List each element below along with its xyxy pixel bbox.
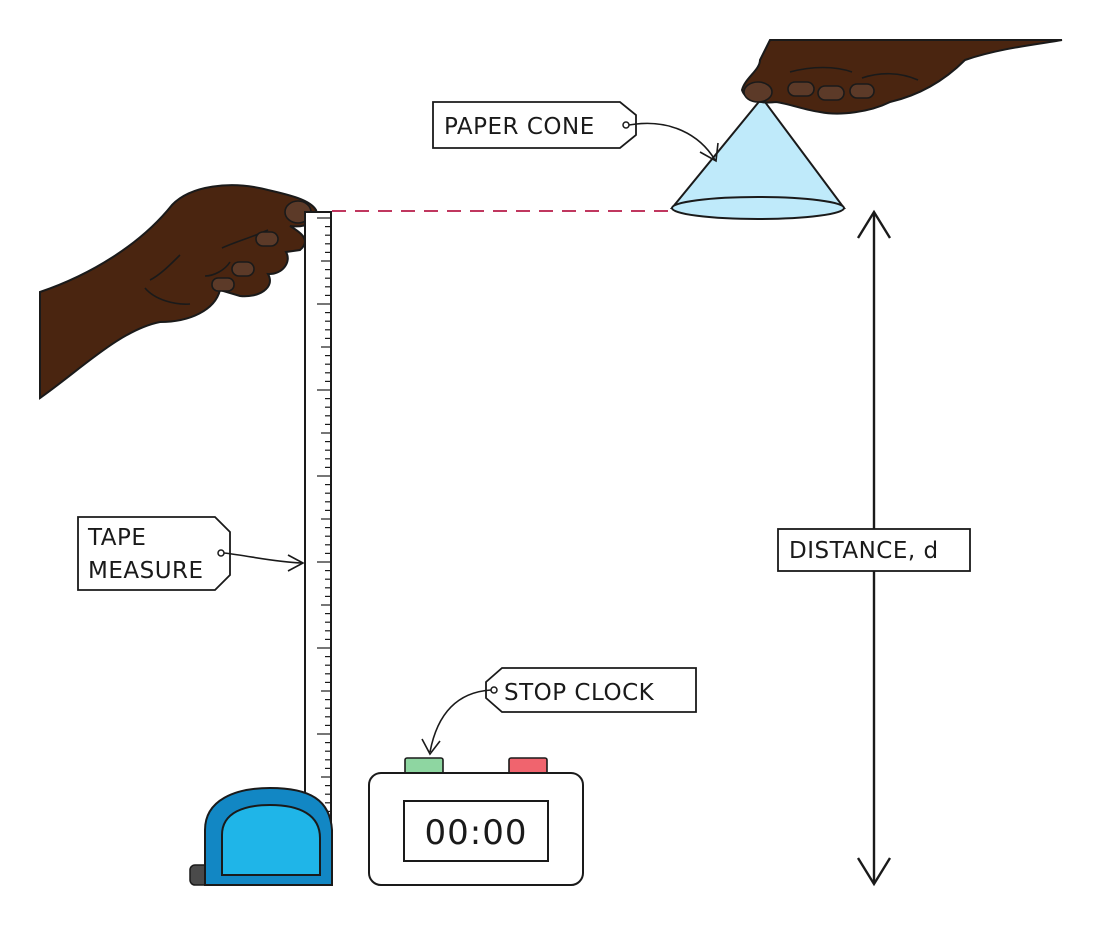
label-stop-clock: STOP CLOCK	[421, 667, 697, 756]
tape-label-line1: TAPE	[87, 525, 146, 551]
paper-cone-label-text: PAPER CONE	[444, 114, 595, 140]
stop-clock-arrow	[429, 689, 492, 753]
paper-cone-arrow	[628, 122, 716, 161]
thumbnail-right	[743, 81, 773, 103]
clock-display-text: 00:00	[425, 813, 528, 853]
label-distance: DISTANCE, d	[777, 528, 971, 572]
start-button[interactable]	[404, 757, 444, 775]
stop-clock-label-text: STOP CLOCK	[504, 680, 655, 706]
stop-button[interactable]	[508, 757, 548, 775]
paper-cone	[669, 96, 846, 220]
stop-clock: 00:00	[368, 757, 584, 886]
left-hand	[39, 184, 318, 400]
label-paper-cone: PAPER CONE	[432, 101, 719, 163]
clock-display	[403, 800, 549, 862]
tape-measure-blade	[304, 211, 332, 878]
right-hand	[740, 39, 1063, 115]
tape-label-line2: MEASURE	[88, 558, 204, 584]
tape-measure-arrow	[223, 552, 303, 564]
tape-measure-case	[189, 786, 333, 886]
label-tape-measure: TAPE MEASURE	[77, 516, 305, 591]
distance-label-text: DISTANCE, d	[789, 538, 939, 564]
